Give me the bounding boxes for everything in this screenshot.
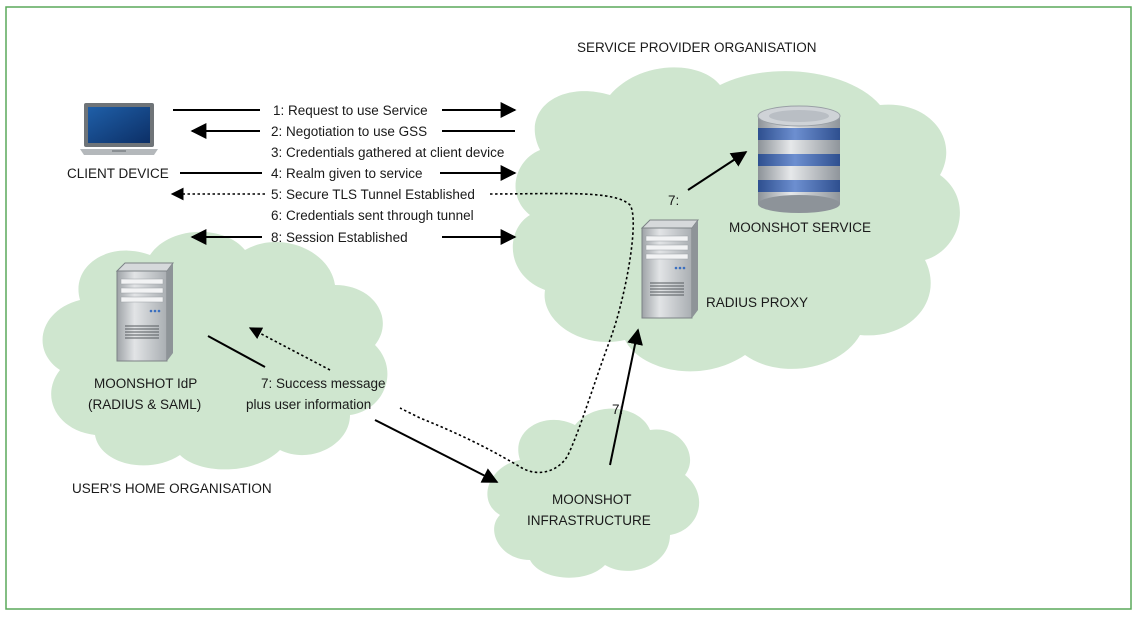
step7-success-line1: 7: Success message (261, 376, 386, 391)
service-provider-label: SERVICE PROVIDER ORGANISATION (577, 40, 817, 55)
idp-label-line1: MOONSHOT IdP (94, 376, 197, 391)
step-5: 5: Secure TLS Tunnel Established (271, 187, 475, 202)
laptop-icon (80, 103, 158, 155)
client-device-label: CLIENT DEVICE (67, 166, 169, 181)
infrastructure-cloud (487, 408, 700, 578)
step-6: 6: Credentials sent through tunnel (271, 208, 474, 223)
infra-label-line1: MOONSHOT (552, 492, 632, 507)
outer-frame (5, 6, 1132, 610)
step-1: 1: Request to use Service (273, 103, 428, 118)
idp-server-icon (115, 262, 174, 362)
step-3: 3: Credentials gathered at client device (271, 145, 504, 160)
arrow-infra-to-proxy (609, 328, 643, 466)
step-2: 2: Negotiation to use GSS (271, 124, 427, 139)
step-4: 4: Realm given to service (271, 166, 423, 181)
home-organisation-cloud (42, 231, 388, 470)
success-dotted-arrow (248, 327, 331, 371)
radius-proxy-label: RADIUS PROXY (706, 295, 808, 310)
moonshot-service-label: MOONSHOT SERVICE (729, 220, 871, 235)
arrow-idp-to-infra-a (207, 335, 266, 368)
database-icon (757, 105, 841, 213)
service-provider-cloud (512, 67, 960, 372)
step7-success-line2: plus user information (246, 397, 371, 412)
arrow-idp-to-infra-b (374, 419, 499, 483)
idp-label-line2: (RADIUS & SAML) (88, 397, 201, 412)
step7-proxy-label: 7: (612, 402, 623, 417)
radius-proxy-server-icon (640, 219, 699, 319)
step7-service-label: 7: (668, 193, 679, 208)
home-org-label: USER'S HOME ORGANISATION (72, 481, 272, 496)
arrow-proxy-to-service (687, 151, 748, 191)
step-8: 8: Session Established (271, 230, 408, 245)
infra-label-line2: INFRASTRUCTURE (527, 513, 651, 528)
